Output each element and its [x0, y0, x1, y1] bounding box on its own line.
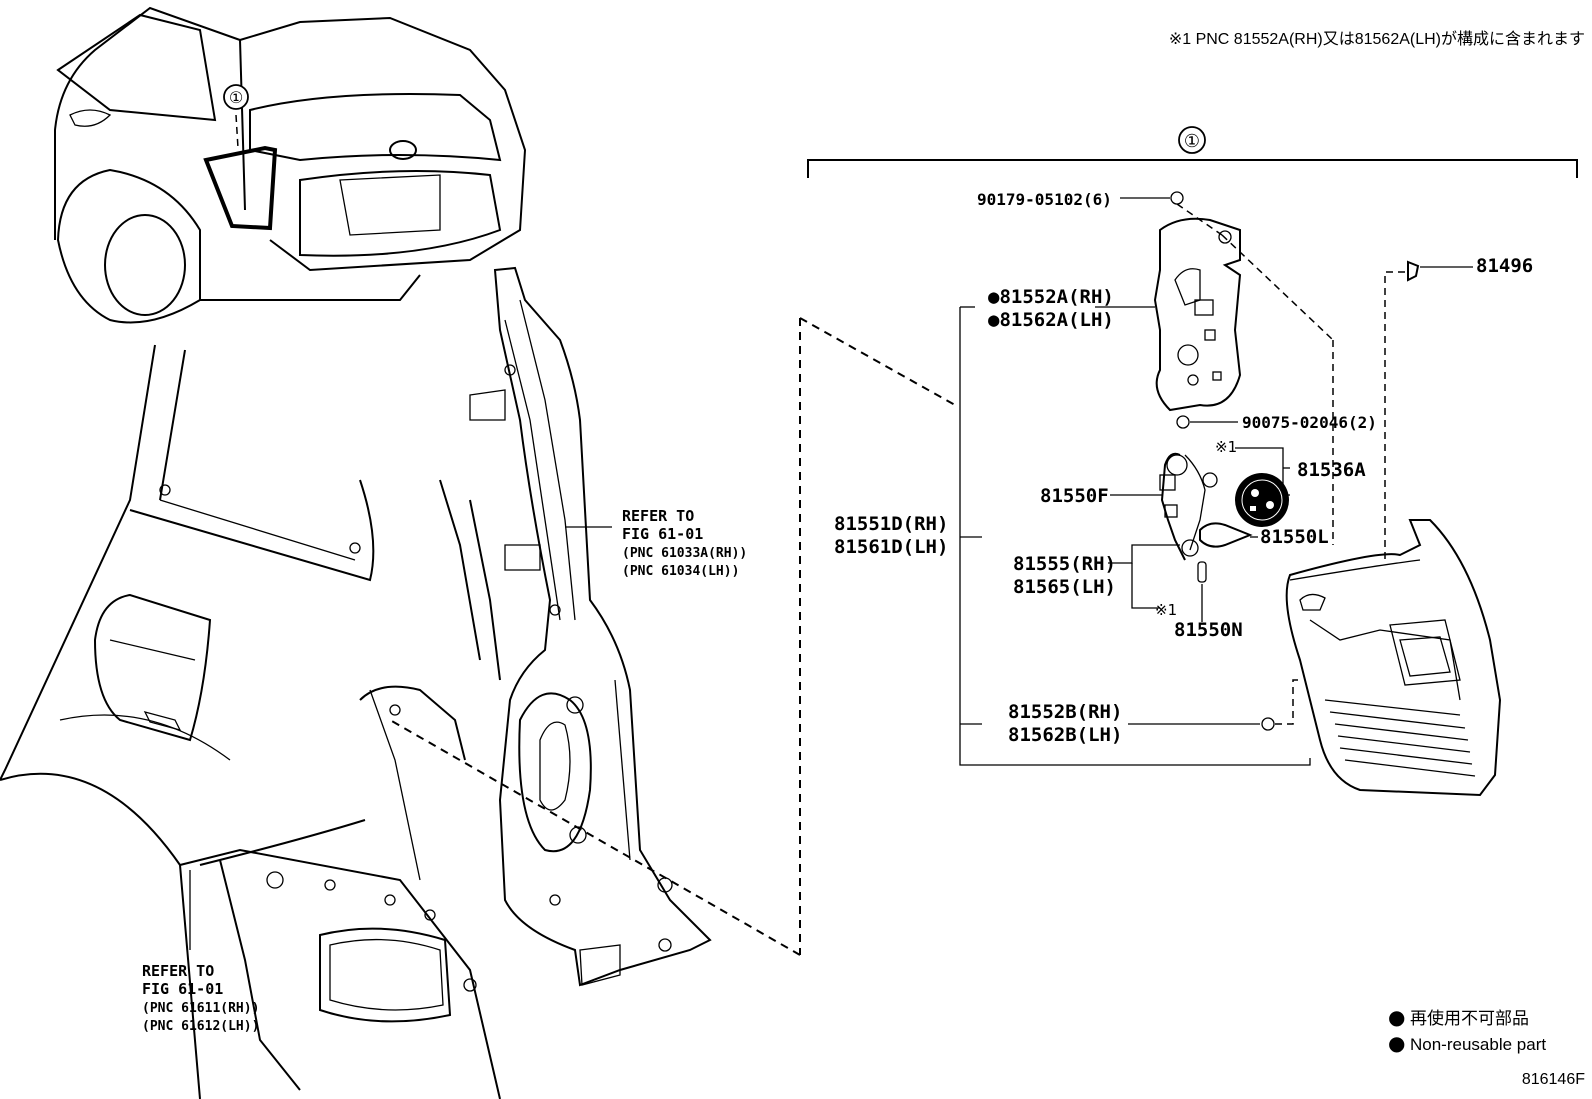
- vehicle-callout: ①: [229, 88, 243, 107]
- quarter-panel: [0, 344, 501, 1099]
- label-81562A: ●81562A(LH): [988, 309, 1114, 331]
- legend-bullet-en: ●: [1388, 1031, 1405, 1055]
- label-81552B: 81552B(RH): [1008, 701, 1122, 723]
- label-81552A: ●81552A(RH): [988, 286, 1114, 308]
- header-note: ※1 PNC 81552A(RH)又は81562A(LH)が構成に含まれます: [1169, 30, 1585, 48]
- label-81562B: 81562B(LH): [1008, 724, 1122, 746]
- label-81550F: 81550F: [1040, 485, 1109, 507]
- inner-panel: [469, 266, 712, 987]
- label-90075: 90075-02046(2): [1242, 413, 1377, 432]
- refer-note-upper: REFER TO FIG 61-01 (PNC 61033A(RH)) (PNC…: [622, 507, 747, 579]
- legend-en: Non-reusable part: [1410, 1035, 1546, 1054]
- label-note1-a: ※1: [1215, 438, 1237, 456]
- legend-bullet-jp: ●: [1388, 1005, 1405, 1029]
- label-90179: 90179-05102(6): [977, 190, 1112, 209]
- label-note1-b: ※1: [1155, 601, 1177, 619]
- assembly-callout: ①: [1184, 131, 1200, 152]
- vehicle-rear-view: ①: [54, 6, 527, 324]
- label-81550N: 81550N: [1174, 619, 1243, 641]
- refer-upper-line4: (PNC 61034(LH)): [622, 564, 739, 579]
- label-81496: 81496: [1476, 255, 1533, 277]
- refer-lower-line2: FIG 61-01: [142, 980, 223, 998]
- label-81551D: 81551D(RH): [834, 513, 948, 535]
- figure-id: 816146F: [1522, 1071, 1585, 1088]
- part-labels: 90179-05102(6) 81496 ●81552A(RH) ●81562A…: [834, 190, 1533, 746]
- legend: ● 再使用不可部品 ● Non-reusable part: [1388, 1005, 1546, 1055]
- refer-upper-line3: (PNC 61033A(RH)): [622, 546, 747, 561]
- label-81555: 81555(RH): [1013, 553, 1116, 575]
- refer-note-lower: REFER TO FIG 61-01 (PNC 61611(RH)) (PNC …: [142, 962, 259, 1034]
- refer-upper-line1: REFER TO: [622, 507, 694, 525]
- label-81550L: 81550L: [1260, 526, 1329, 548]
- refer-lower-line1: REFER TO: [142, 962, 214, 980]
- refer-lower-line4: (PNC 61612(LH)): [142, 1019, 259, 1034]
- refer-lower-line3: (PNC 61611(RH)): [142, 1001, 259, 1016]
- legend-jp: 再使用不可部品: [1410, 1008, 1529, 1028]
- label-81536A: 81536A: [1297, 459, 1366, 481]
- refer-upper-line2: FIG 61-01: [622, 525, 703, 543]
- label-81565: 81565(LH): [1013, 576, 1116, 598]
- assembly-bracket: ①: [807, 126, 1578, 178]
- lamp-components: [959, 191, 1502, 797]
- label-81561D: 81561D(LH): [834, 536, 948, 558]
